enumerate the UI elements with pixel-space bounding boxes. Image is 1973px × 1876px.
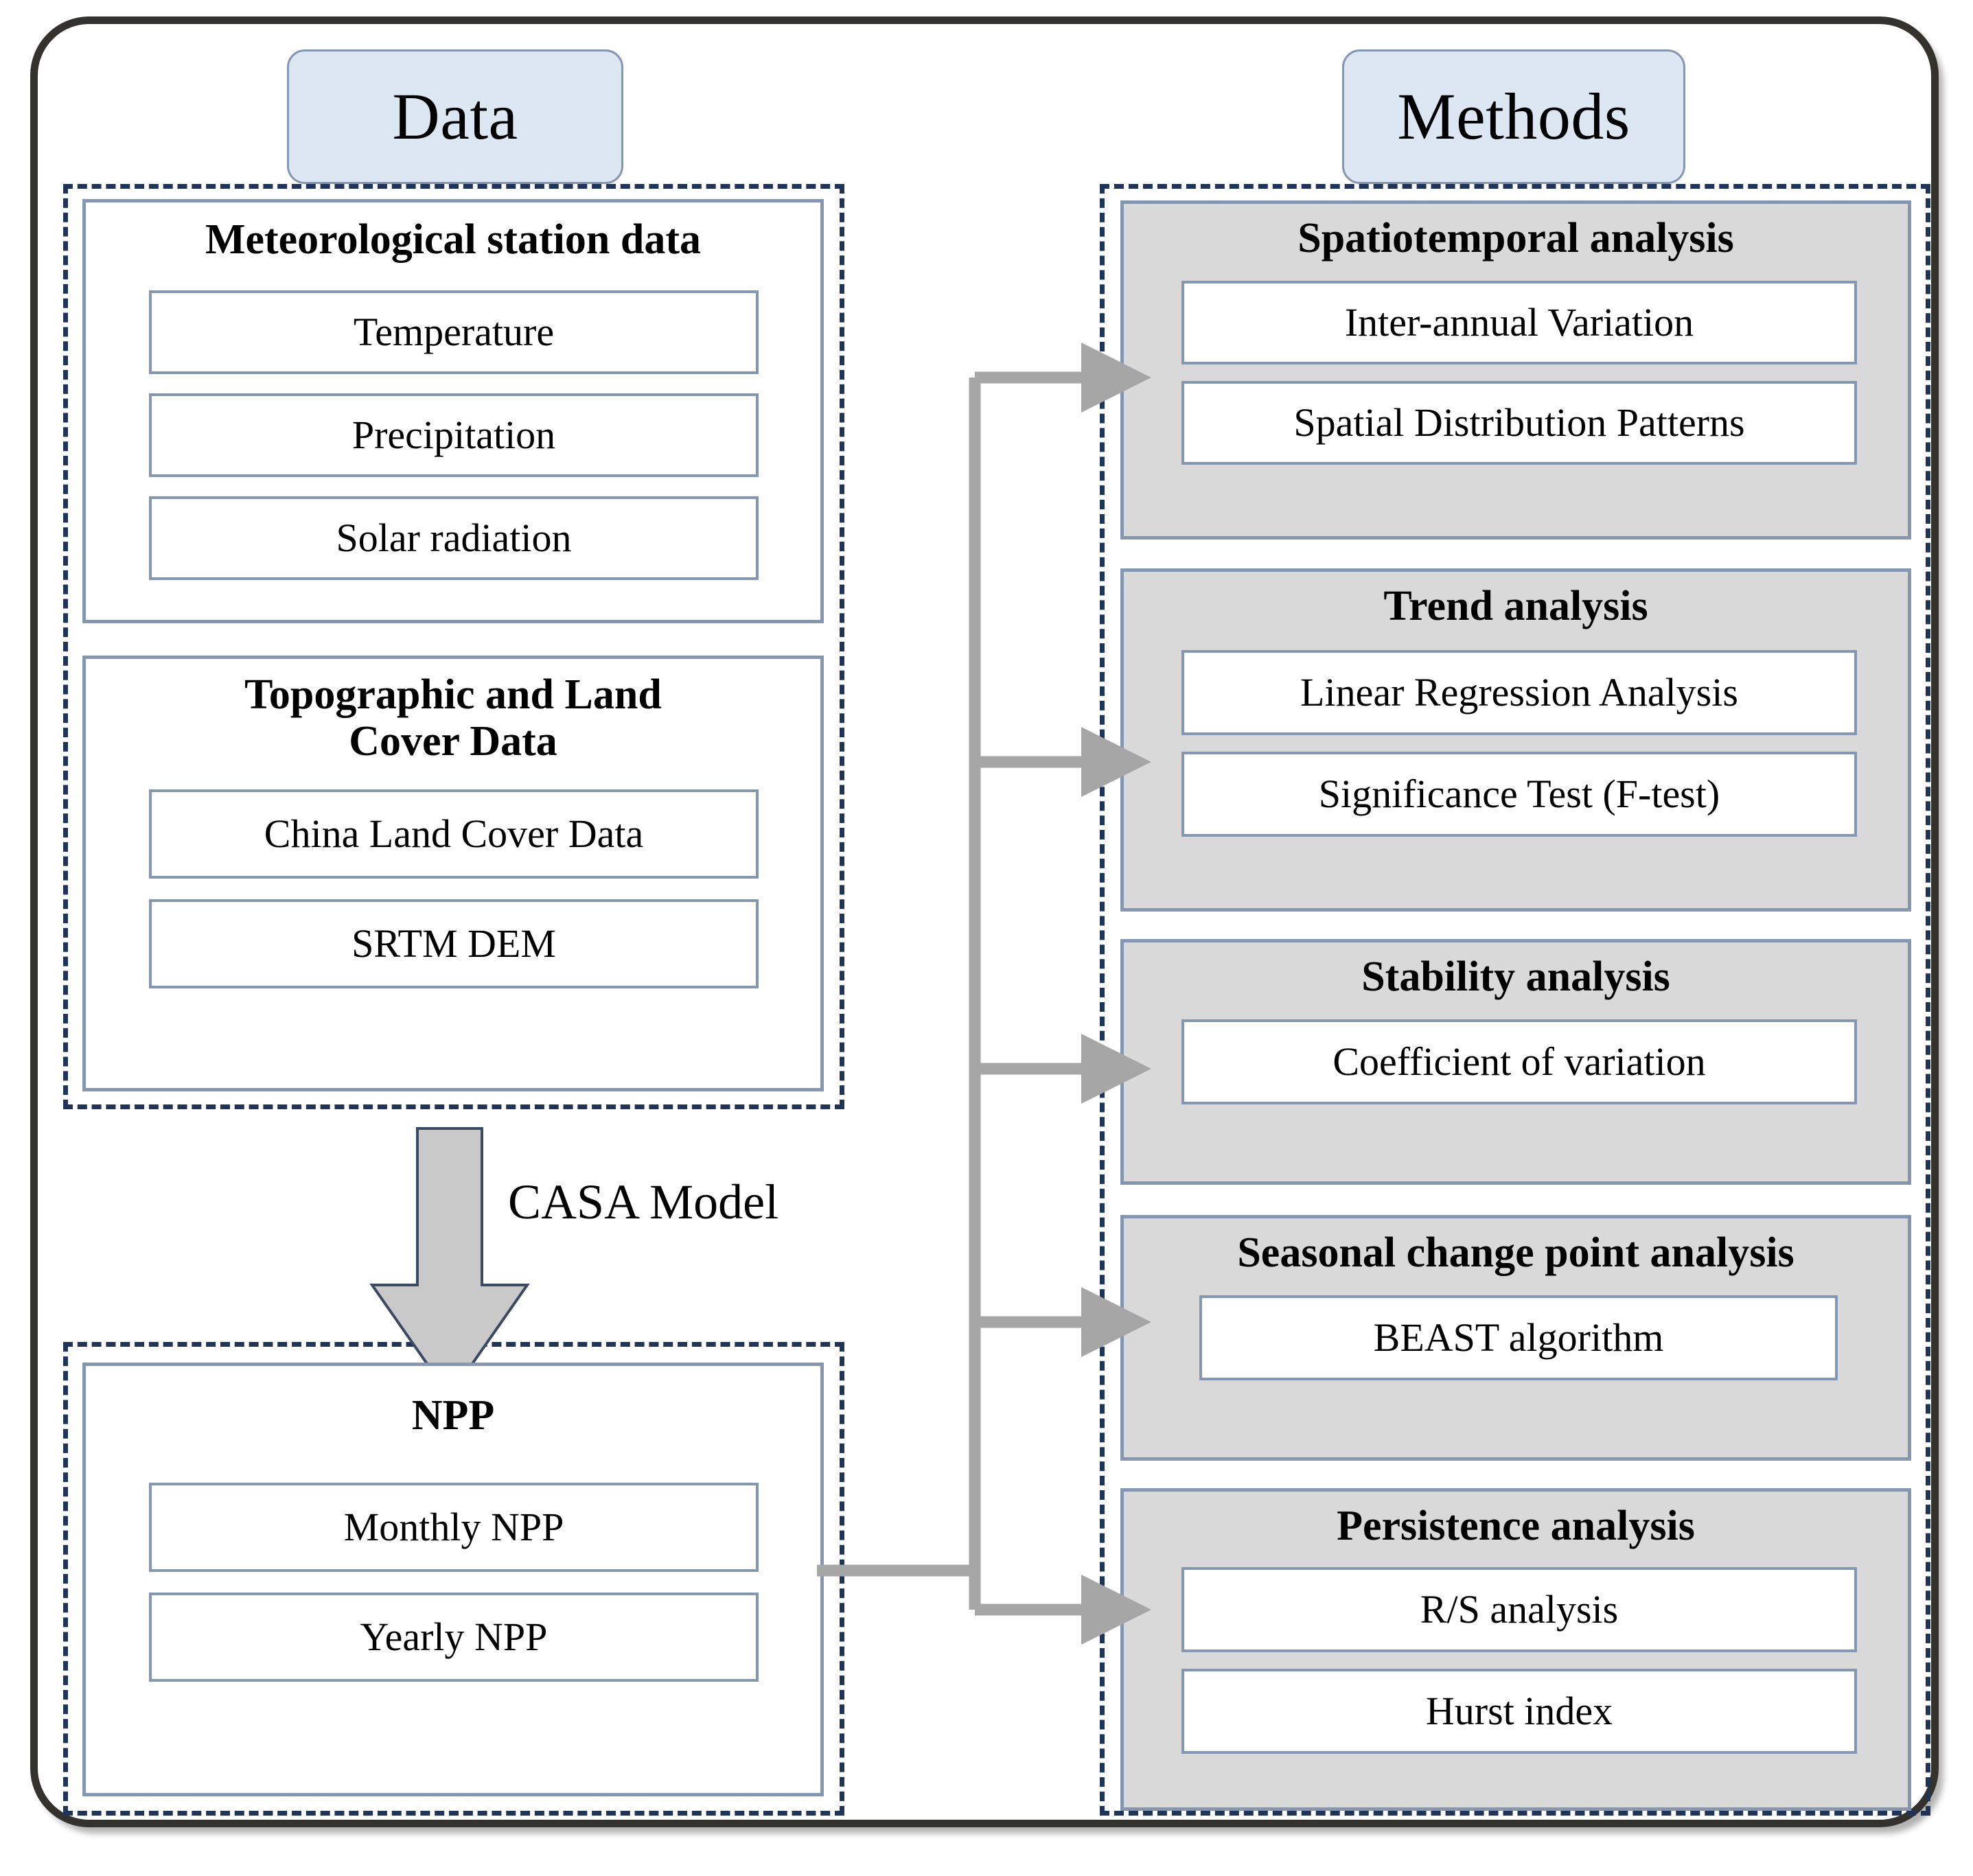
item-srtm-dem[interactable]: SRTM DEM (149, 899, 759, 988)
item-beast-algorithm[interactable]: BEAST algorithm (1199, 1295, 1838, 1380)
item-yearly-npp[interactable]: Yearly NPP (149, 1593, 759, 1682)
item-significance-test-f-test[interactable]: Significance Test (F-test) (1181, 752, 1857, 837)
data-header-pill: Data (287, 49, 623, 184)
item-precipitation[interactable]: Precipitation (149, 393, 759, 477)
casa-model-down-arrow-icon (369, 1127, 530, 1399)
group-topographic-land-cover-data: Topographic and Land Cover Data China La… (82, 656, 824, 1091)
methods-header-pill: Methods (1342, 49, 1685, 184)
section-title-persistence: Persistence analysis (1337, 1503, 1695, 1549)
group-title-meteorological: Meteorological station data (205, 216, 702, 263)
methods-dashed-container (1100, 184, 1930, 1816)
group-title-npp: NPP (411, 1392, 495, 1439)
section-seasonal-change-point-analysis: Seasonal change point analysis BEAST alg… (1120, 1215, 1911, 1461)
item-china-land-cover-data[interactable]: China Land Cover Data (149, 789, 759, 879)
data-header-label: Data (392, 80, 518, 153)
section-title-spatiotemporal: Spatiotemporal analysis (1297, 215, 1734, 262)
item-spatial-distribution-patterns[interactable]: Spatial Distribution Patterns (1181, 381, 1857, 465)
item-solar-radiation[interactable]: Solar radiation (149, 496, 759, 580)
methods-header-label: Methods (1397, 80, 1630, 153)
group-meteorological-station-data: Meteorological station data Temperature … (82, 199, 824, 623)
casa-model-label: CASA Model (508, 1174, 779, 1229)
item-temperature[interactable]: Temperature (149, 290, 759, 374)
section-title-trend: Trend analysis (1383, 583, 1648, 629)
group-npp: NPP Monthly NPP Yearly NPP (82, 1363, 824, 1796)
group-title-topographic-line2: Cover Data (349, 718, 557, 765)
item-linear-regression-analysis[interactable]: Linear Regression Analysis (1181, 650, 1857, 735)
section-persistence-analysis: Persistence analysis R/S analysis Hurst … (1120, 1488, 1911, 1811)
section-title-seasonal-change-point: Seasonal change point analysis (1237, 1229, 1795, 1276)
section-stability-analysis: Stability analysis Coefficient of variat… (1120, 939, 1911, 1185)
item-inter-annual-variation[interactable]: Inter-annual Variation (1181, 281, 1857, 364)
section-trend-analysis: Trend analysis Linear Regression Analysi… (1120, 568, 1911, 912)
item-monthly-npp[interactable]: Monthly NPP (149, 1483, 759, 1572)
item-hurst-index[interactable]: Hurst index (1181, 1669, 1857, 1754)
group-title-topographic-line1: Topographic and Land (244, 671, 662, 718)
item-coefficient-of-variation[interactable]: Coefficient of variation (1181, 1019, 1857, 1104)
data-inputs-dashed-container (63, 184, 844, 1109)
section-spatiotemporal-analysis: Spatiotemporal analysis Inter-annual Var… (1120, 200, 1911, 540)
item-rs-analysis[interactable]: R/S analysis (1181, 1567, 1857, 1652)
section-title-stability: Stability analysis (1361, 953, 1670, 1000)
